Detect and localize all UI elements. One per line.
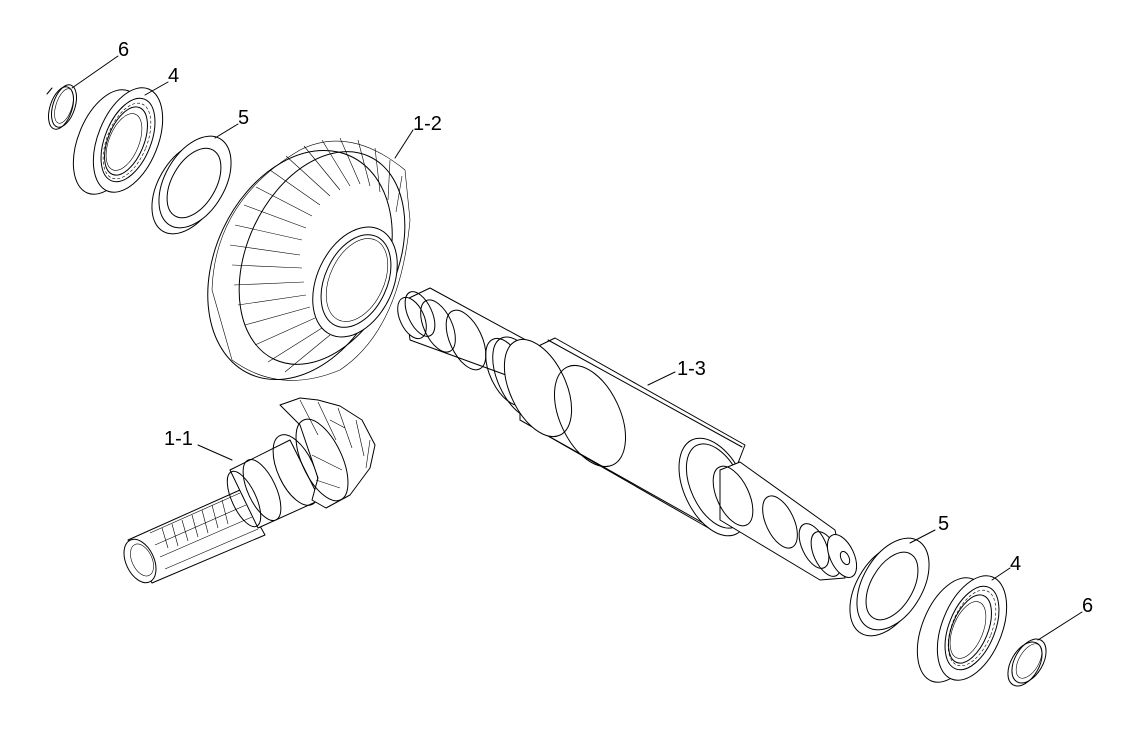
leader-lines [71, 55, 1083, 641]
callout-pinion-shaft: 1-1 [164, 428, 193, 450]
callout-washer-bottom: 5 [938, 513, 949, 535]
main-shaft [397, 287, 858, 581]
pinion-shaft [123, 397, 376, 584]
bearing-bottom [916, 575, 1008, 683]
callout-ring-bottom: 6 [1082, 595, 1093, 617]
snap-ring-top [46, 84, 77, 130]
bearing-top [72, 87, 164, 195]
washer-top [151, 135, 232, 235]
callout-bevel-gear: 1-2 [413, 113, 442, 135]
callout-bearing-top: 4 [168, 65, 179, 87]
bevel-gear [207, 137, 411, 381]
callout-bearing-bottom: 4 [1010, 553, 1021, 575]
callout-ring-top: 6 [118, 39, 129, 61]
washer-bottom [849, 537, 930, 637]
callout-washer-top: 5 [238, 107, 249, 129]
callout-main-shaft: 1-3 [677, 358, 706, 380]
snap-ring-bottom [1007, 638, 1047, 687]
